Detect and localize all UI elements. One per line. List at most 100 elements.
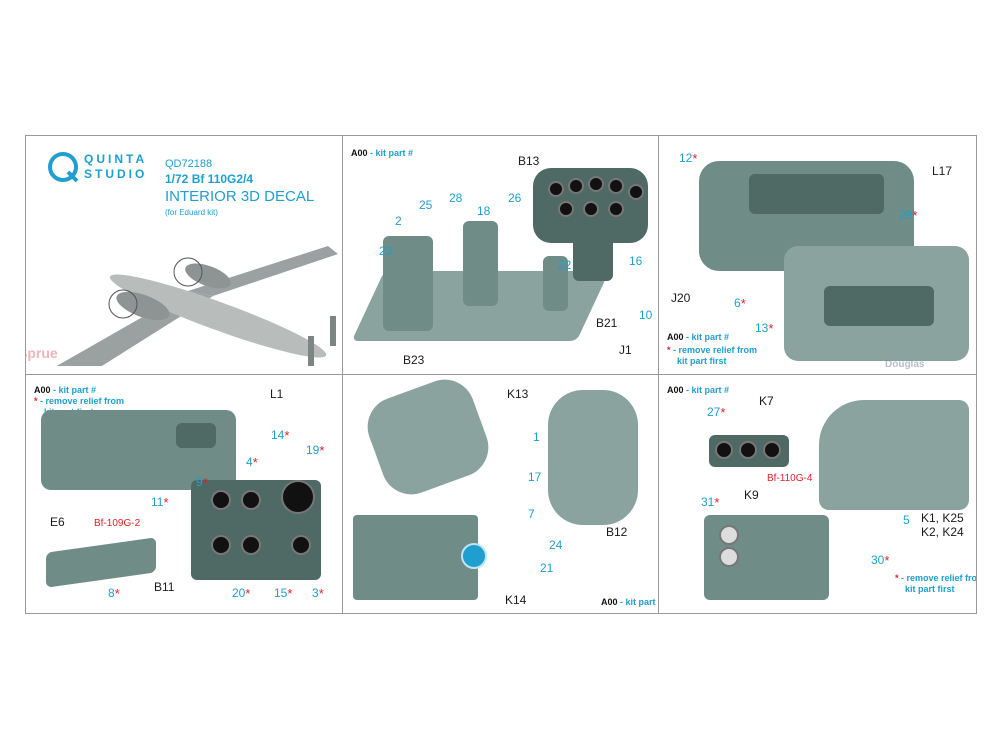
callout-27: 27* [707, 405, 726, 420]
callout-7: 7 [528, 507, 535, 521]
watermark-left: Sprue [26, 345, 58, 361]
variant-label: Bf-109G-2 [94, 518, 141, 529]
kit-part-note: A00 - kit part # [601, 597, 658, 607]
label-k2-k24: K2, K24 [921, 525, 964, 539]
seat-back-part [383, 236, 433, 331]
variant-label: Bf-110G-4 [767, 473, 813, 484]
instruction-sheet: QUINTA STUDIO QD72188 1/72 Bf 110G2/4 IN… [25, 135, 977, 614]
callout-1: 1 [533, 430, 540, 444]
gauge [211, 535, 231, 555]
callout-5: 5 [903, 513, 910, 527]
gauge [715, 441, 733, 459]
label-b12: B12 [606, 525, 628, 539]
gauge [608, 201, 624, 217]
gauge [588, 176, 604, 192]
pillar-part [463, 221, 498, 306]
aircraft-illustration [56, 246, 338, 366]
quinta-logo-icon [48, 152, 79, 183]
callout-31: 31* [701, 495, 720, 510]
gauge [211, 490, 231, 510]
seat-knob [461, 543, 487, 569]
seat-k13-part [359, 375, 497, 503]
rear-k1-part [819, 400, 969, 510]
label-k7: K7 [759, 394, 774, 408]
kit-part-note: A00 - kit part # [667, 332, 730, 342]
callout-13: 13* [755, 321, 774, 336]
callout-14: 14* [271, 428, 290, 443]
callout-18: 18 [477, 204, 491, 218]
sidewall-console-part [749, 174, 884, 214]
label-k9: K9 [744, 488, 759, 502]
product-subtitle: (for Eduard kit) [165, 208, 218, 217]
product-title: INTERIOR 3D DECAL [165, 188, 315, 205]
callout-16: 16 [629, 254, 643, 268]
callout-28: 28 [449, 191, 463, 205]
gauge [739, 441, 757, 459]
label-l1: L1 [270, 387, 284, 401]
kit-part-note: A00 - kit part # [667, 385, 730, 395]
gauge [281, 480, 315, 514]
console-e6-part [46, 537, 156, 588]
callout-11: 11* [151, 495, 169, 510]
label-b23: B23 [403, 353, 425, 367]
rear-panel: A00 - kit part # K7 K9 K1, K25 K2, K24 B… [659, 375, 976, 613]
seat-k14-part [353, 515, 478, 600]
callout-17: 17 [528, 470, 542, 484]
callout-2: 2 [395, 214, 402, 228]
gauge [241, 535, 261, 555]
callout-20: 20* [232, 586, 251, 601]
callout-4: 4* [246, 455, 258, 470]
watermark-right: Douglas [885, 359, 925, 370]
callout-12: 12* [679, 151, 698, 166]
gauge [719, 547, 739, 567]
callout-26: 26 [508, 191, 522, 205]
pillar-part [543, 256, 568, 311]
gauge [763, 441, 781, 459]
gauge [719, 525, 739, 545]
gauge [628, 184, 644, 200]
console-box-part [176, 423, 216, 448]
cockpit-panel: A00 - kit part # B13 B21 B23 J1 2 23 25 … [343, 136, 658, 374]
console-panel: A00 - kit part # * - remove relief fromk… [26, 375, 342, 613]
gauge [608, 178, 624, 194]
callout-23: 23 [379, 244, 393, 258]
sidewall-box-part [824, 286, 934, 326]
seat-b12-part [548, 390, 638, 525]
product-code: QD72188 [165, 158, 213, 170]
label-j20: J20 [671, 291, 691, 305]
gauge [558, 201, 574, 217]
product-scale-model: 1/72 Bf 110G2/4 [165, 172, 254, 186]
callout-22: 22 [558, 258, 572, 272]
callout-10: 10 [639, 308, 653, 322]
gauge [548, 181, 564, 197]
brand-line2: STUDIO [84, 167, 148, 181]
callout-30: 30* [871, 553, 890, 568]
label-k1-k25: K1, K25 [921, 511, 964, 525]
label-k14: K14 [505, 593, 527, 607]
title-panel: QUINTA STUDIO QD72188 1/72 Bf 110G2/4 IN… [26, 136, 342, 374]
label-b11: B11 [154, 580, 175, 594]
callout-3: 3* [312, 586, 324, 601]
sidewall-panel: L17 J20 12* 29* 6* 13* A00 - kit part # … [659, 136, 976, 374]
divider [26, 374, 976, 375]
callout-21: 21 [540, 561, 554, 575]
label-k13: K13 [507, 387, 529, 401]
callout-25: 25 [419, 198, 433, 212]
seats-panel: K13 B12 K14 1 17 7 24 21 A00 - kit part … [343, 375, 658, 613]
gauge [583, 201, 599, 217]
label-e6: E6 [50, 515, 65, 529]
callout-15: 15* [274, 586, 293, 601]
label-j1: J1 [619, 343, 632, 357]
kit-part-note: A00 - kit part # [351, 148, 414, 158]
label-l17: L17 [932, 164, 953, 178]
callout-29: 29* [899, 208, 918, 223]
callout-8: 8* [108, 586, 120, 601]
callout-9: 9* [196, 475, 208, 490]
label-b21: B21 [596, 316, 618, 330]
label-b13: B13 [518, 154, 540, 168]
kit-part-note: A00 - kit part # [34, 385, 97, 395]
brand-line1: QUINTA [84, 152, 148, 166]
callout-6: 6* [734, 296, 746, 311]
